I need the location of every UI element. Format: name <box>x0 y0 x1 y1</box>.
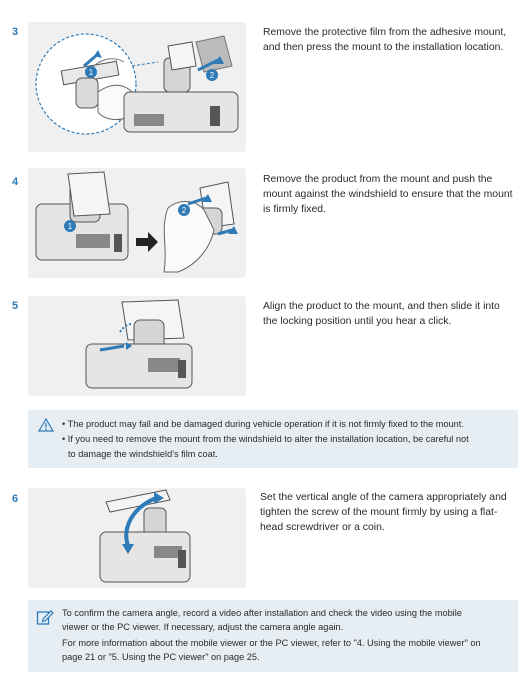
note-box: To confirm the camera angle, record a vi… <box>28 600 518 672</box>
warning-triangle-icon <box>37 417 55 437</box>
svg-text:2: 2 <box>182 206 187 215</box>
step-3-illustration: 1 2 <box>28 22 246 152</box>
note-line-2: viewer or the PC viewer. If necessary, a… <box>62 622 344 632</box>
caution-box: • The product may fall and be damaged du… <box>28 410 518 468</box>
caution-item-2-cont: to damage the windshield's film coat. <box>68 449 218 459</box>
note-line-4: page 21 or "5. Using the PC viewer" on p… <box>62 652 260 662</box>
callout-2-icon: 2 <box>178 204 190 216</box>
note-line-3: For more information about the mobile vi… <box>62 638 481 648</box>
step-3-number: 3 <box>12 26 19 38</box>
step-6-number: 6 <box>12 493 19 505</box>
step-6-illustration <box>28 488 246 588</box>
step-4-illustration: 1 2 <box>28 168 246 278</box>
step-6-text: Set the vertical angle of the camera app… <box>260 492 507 533</box>
step-4-number: 4 <box>12 176 19 188</box>
svg-text:1: 1 <box>68 222 73 231</box>
step-5-illustration <box>28 296 246 396</box>
caution-item-1: • The product may fall and be damaged du… <box>62 419 464 429</box>
step-3-text: Remove the protective film from the adhe… <box>263 27 507 53</box>
step-5-text: Align the product to the mount, and then… <box>263 301 500 327</box>
step-5-number: 5 <box>12 300 19 312</box>
caution-item-2: • If you need to remove the mount from t… <box>62 434 469 444</box>
callout-2-icon: 2 <box>206 69 218 81</box>
svg-text:1: 1 <box>89 68 94 77</box>
note-pencil-icon <box>36 608 54 631</box>
step-4-text: Remove the product from the mount and pu… <box>263 174 513 215</box>
svg-text:2: 2 <box>210 71 215 80</box>
callout-1-icon: 1 <box>64 220 76 232</box>
callout-1-icon: 1 <box>85 66 97 78</box>
note-line-1: To confirm the camera angle, record a vi… <box>62 608 462 618</box>
